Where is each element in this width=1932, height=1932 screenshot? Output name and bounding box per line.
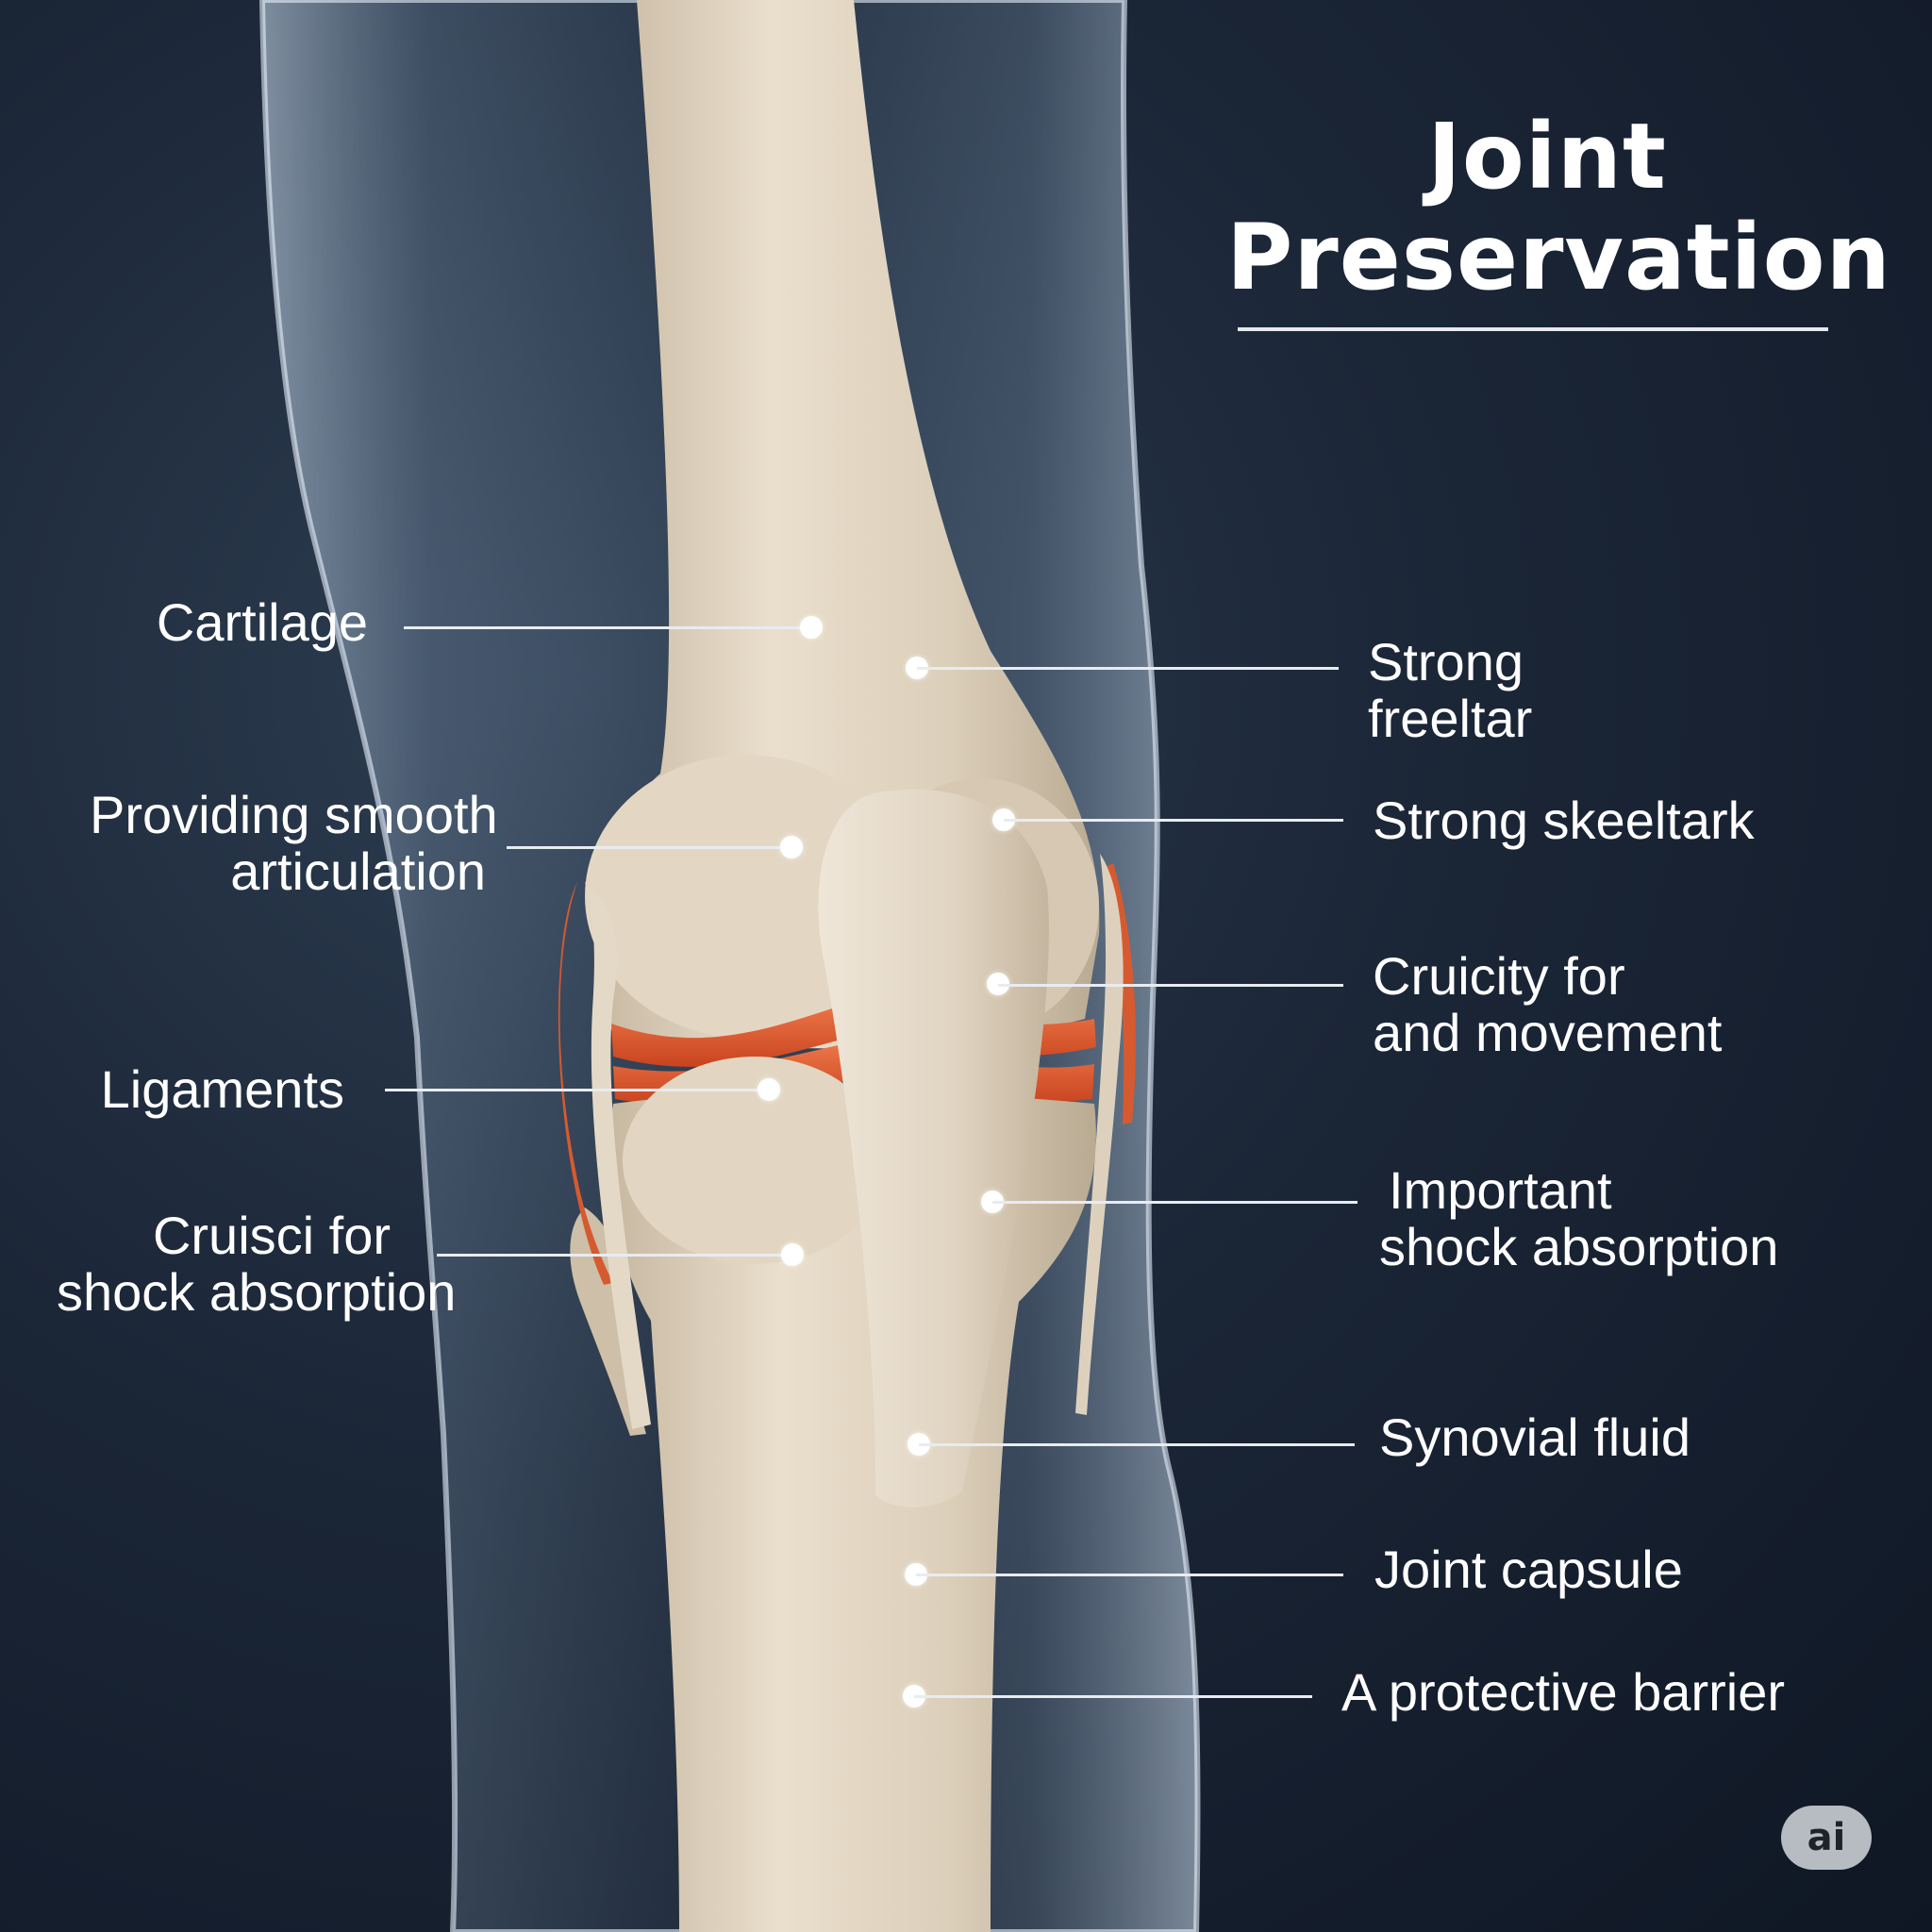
- label-joint-capsule: Joint capsule: [1374, 1540, 1683, 1599]
- leader-line-strong-freeltar: [917, 667, 1339, 670]
- label-strong-freeltar: Strong freeltar: [1368, 632, 1533, 748]
- label-strong-skeeltark: Strong skeeltark: [1373, 791, 1755, 850]
- title-line-1: Joint: [1427, 104, 1667, 209]
- leader-line-important: [992, 1201, 1357, 1204]
- leader-line-strong-skeeltark: [1004, 819, 1343, 822]
- ai-watermark-badge: ai: [1781, 1806, 1872, 1870]
- leader-line-ligaments: [385, 1089, 770, 1091]
- leader-line-cruisci: [437, 1254, 793, 1257]
- label-important-shock-absorption: Important shock absorption: [1379, 1160, 1779, 1276]
- leader-dot-ligaments: [758, 1078, 780, 1101]
- label-synovial-fluid: Synovial fluid: [1379, 1407, 1690, 1467]
- label-cruicity-for-and-movement: Cruicity for and movement: [1373, 946, 1723, 1062]
- leader-line-articulation: [507, 846, 792, 849]
- leader-dot-cruisci: [781, 1243, 804, 1266]
- label-ligaments: Ligaments: [100, 1059, 344, 1119]
- title-line-2: Preservation: [1226, 205, 1891, 310]
- leader-line-protective-barrier: [914, 1695, 1312, 1698]
- label-cartilage: Cartilage: [156, 592, 368, 652]
- leader-line-cruicity: [998, 984, 1343, 987]
- leader-dot-articulation: [780, 836, 803, 858]
- leader-dot-cartilage: [800, 616, 823, 639]
- label-providing-smooth-articulation: Providing smooth articulation: [90, 785, 498, 901]
- leader-line-cartilage: [404, 626, 811, 629]
- leader-line-synovial-fluid: [919, 1443, 1355, 1446]
- label-a-protective-barrier: A protective barrier: [1341, 1662, 1785, 1722]
- leader-line-joint-capsule: [916, 1574, 1343, 1576]
- label-cruisci-for-shock-absorption: Cruisci for shock absorption: [57, 1206, 457, 1322]
- title-underline: [1238, 327, 1828, 331]
